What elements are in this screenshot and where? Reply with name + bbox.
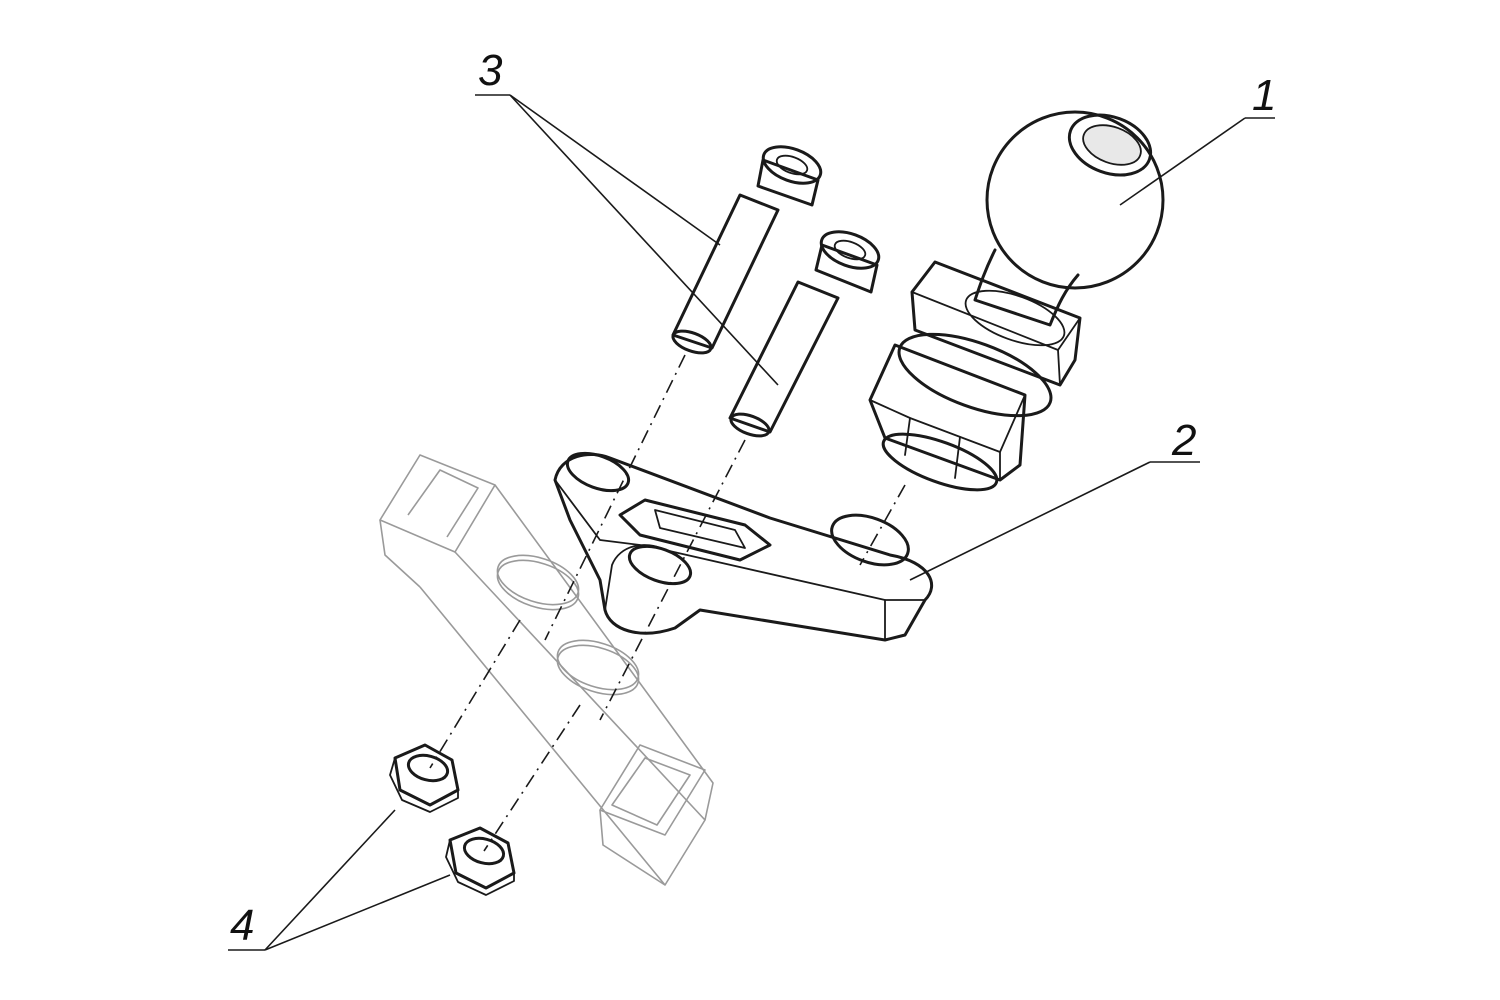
bolt-left xyxy=(671,145,823,355)
callout-1: 1 xyxy=(1252,71,1276,120)
nut-lower xyxy=(445,826,516,896)
tow-ball-assembly xyxy=(868,110,1165,492)
leader-lines xyxy=(228,94,1275,951)
mounting-plate xyxy=(553,451,934,642)
bolt-right xyxy=(728,230,881,438)
callout-2: 2 xyxy=(1171,416,1196,465)
assembly-centerlines xyxy=(429,354,906,852)
callout-3: 3 xyxy=(478,46,503,95)
callout-4: 4 xyxy=(230,901,254,950)
square-tube-frame xyxy=(379,454,714,886)
nut-upper xyxy=(389,743,460,813)
